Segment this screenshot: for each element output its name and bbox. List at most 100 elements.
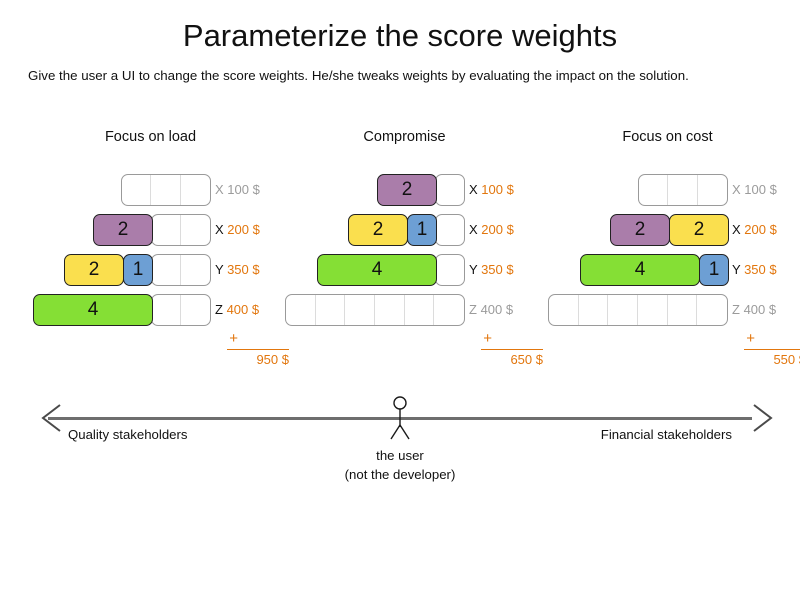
weight-empty-cell[interactable] (181, 215, 210, 245)
row-letter: X (732, 182, 741, 197)
weight-bar[interactable] (285, 294, 465, 326)
user-caption-line1: the user (376, 448, 424, 463)
row-price: 400 $ (226, 302, 260, 317)
weight-empty-cell[interactable] (375, 295, 405, 325)
row-letter: X (469, 222, 478, 237)
column-total: +650 $ (272, 330, 543, 378)
weight-empty-track[interactable] (151, 294, 211, 326)
weight-bar[interactable]: 2 (93, 214, 211, 246)
weight-empty-track[interactable] (435, 174, 465, 206)
weight-bar[interactable] (548, 294, 728, 326)
weight-segment-yellow[interactable]: 2 (348, 214, 408, 246)
weight-bar[interactable]: 4 (317, 254, 465, 286)
row-label: Y 350 $ (469, 254, 537, 286)
spectrum-right-label: Financial stakeholders (600, 427, 732, 442)
row-letter: Z (732, 302, 740, 317)
weight-segment-purple[interactable]: 2 (93, 214, 153, 246)
total-rule (481, 349, 543, 351)
weight-empty-cell[interactable] (579, 295, 609, 325)
user-caption-line2: (not the developer) (344, 467, 456, 482)
weight-empty-cell[interactable] (436, 215, 464, 245)
row-label: X 200 $ (732, 214, 800, 246)
row-letter: X (469, 182, 478, 197)
weight-empty-cell[interactable] (668, 175, 698, 205)
weight-empty-cell[interactable] (316, 295, 346, 325)
weight-segment-purple[interactable]: 2 (610, 214, 670, 246)
weight-empty-cell[interactable] (697, 295, 727, 325)
row-letter: Y (732, 262, 741, 277)
weight-empty-track[interactable] (151, 254, 211, 286)
weight-empty-cell[interactable] (181, 175, 210, 205)
row-price: 350 $ (744, 262, 777, 277)
weight-segment-purple[interactable]: 2 (377, 174, 437, 206)
weight-segment-blue[interactable]: 1 (123, 254, 153, 286)
weight-empty-cell[interactable] (405, 295, 435, 325)
arrow-right-icon (752, 403, 774, 433)
row-price: 100 $ (227, 182, 260, 197)
row-label: Z 400 $ (732, 294, 800, 326)
weight-empty-cell[interactable] (181, 295, 210, 325)
weight-row: X 100 $ (535, 170, 800, 210)
weight-segment-blue[interactable]: 1 (407, 214, 437, 246)
weight-empty-cell[interactable] (698, 175, 727, 205)
row-price: 350 $ (227, 262, 260, 277)
weight-row: X 100 $ (18, 170, 283, 210)
weight-empty-cell[interactable] (152, 255, 182, 285)
column-total: +550 $ (535, 330, 800, 378)
weight-bar[interactable] (121, 174, 211, 206)
weight-empty-cell[interactable] (639, 175, 669, 205)
column-heading: Compromise (363, 129, 446, 145)
weight-empty-track[interactable] (435, 254, 465, 286)
weight-empty-cell[interactable] (181, 255, 210, 285)
weight-bar[interactable]: 2 (377, 174, 465, 206)
weight-bar[interactable]: 4 (33, 294, 211, 326)
weight-empty-cell[interactable] (549, 295, 579, 325)
weight-empty-cell[interactable] (434, 295, 464, 325)
weight-segment-green[interactable]: 4 (580, 254, 700, 286)
weight-empty-cell[interactable] (668, 295, 698, 325)
weight-empty-cell[interactable] (345, 295, 376, 325)
weight-empty-cell[interactable] (152, 215, 182, 245)
row-price: 100 $ (744, 182, 777, 197)
arrow-left-icon (40, 403, 62, 433)
column-heading: Focus on cost (622, 129, 713, 145)
weight-empty-track[interactable] (151, 214, 211, 246)
weight-empty-cell[interactable] (436, 175, 464, 205)
row-price: 350 $ (481, 262, 514, 277)
weight-empty-track[interactable] (121, 174, 211, 206)
total-value: 650 $ (510, 352, 543, 367)
weight-empty-track[interactable] (638, 174, 728, 206)
total-plus-sign: + (746, 330, 755, 347)
weight-segment-blue[interactable]: 1 (699, 254, 729, 286)
page-title: Parameterize the score weights (182, 18, 618, 53)
weight-empty-cell[interactable] (608, 295, 639, 325)
weight-empty-cell[interactable] (151, 175, 181, 205)
weight-segment-green[interactable]: 4 (33, 294, 153, 326)
weight-bar[interactable] (638, 174, 728, 206)
weight-empty-track[interactable] (285, 294, 465, 326)
weight-segment-yellow[interactable]: 2 (64, 254, 124, 286)
weight-segment-green[interactable]: 4 (317, 254, 437, 286)
weight-empty-cell[interactable] (286, 295, 316, 325)
weight-empty-cell[interactable] (436, 255, 464, 285)
weight-empty-track[interactable] (435, 214, 465, 246)
weight-empty-track[interactable] (548, 294, 728, 326)
total-rule (227, 349, 289, 351)
weight-empty-cell[interactable] (638, 295, 668, 325)
weight-segment-yellow[interactable]: 2 (669, 214, 729, 246)
weight-row: 4 Y 350 $ (272, 250, 537, 290)
weight-empty-cell[interactable] (152, 295, 182, 325)
total-plus-sign: + (483, 330, 492, 347)
weight-empty-cell[interactable] (122, 175, 152, 205)
row-letter: X (215, 182, 224, 197)
